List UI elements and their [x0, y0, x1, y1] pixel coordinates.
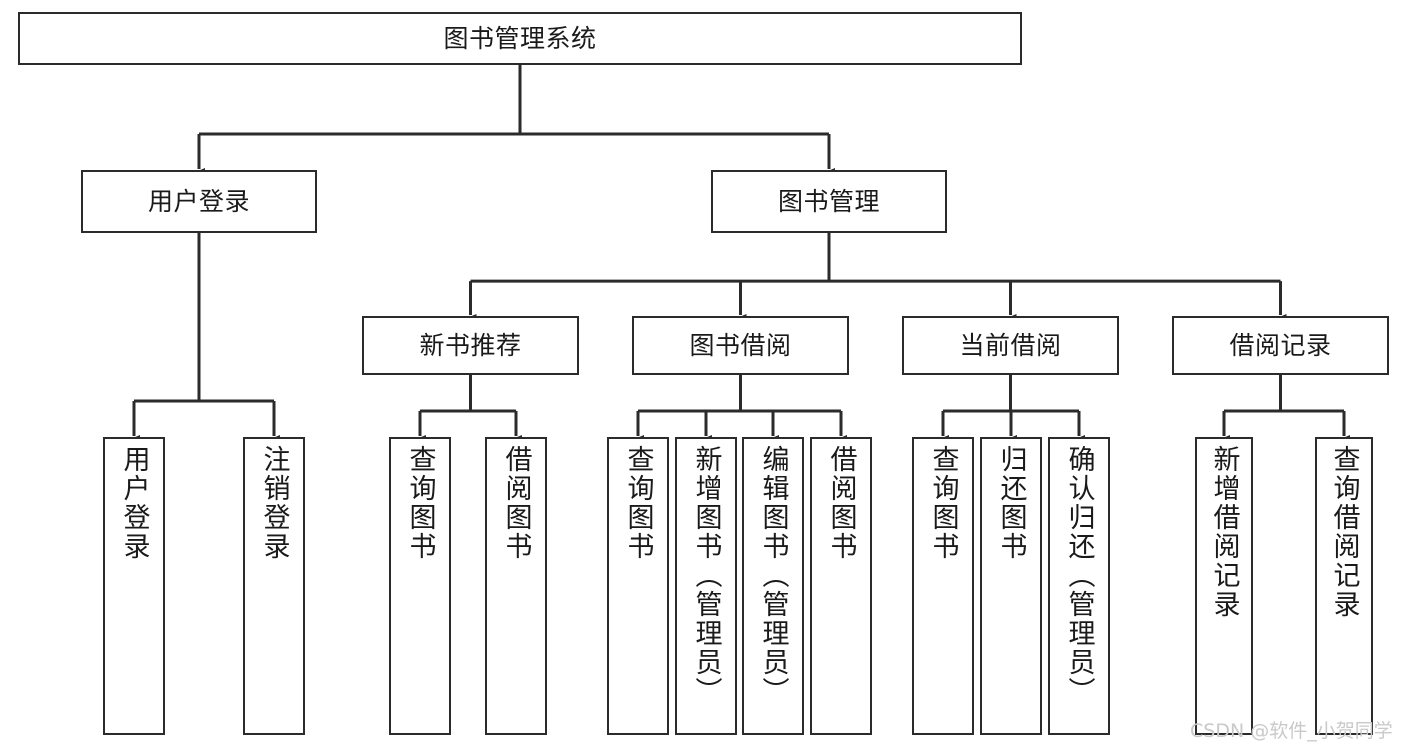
node-label: 查询图书: [622, 445, 654, 561]
node-label: 借阅图书: [825, 445, 857, 561]
node-leaf-rec-query[interactable]: 查询图书: [389, 437, 451, 735]
node-label: 注销登录: [258, 445, 290, 561]
node-label: 查询图书: [927, 445, 959, 561]
node-borrow-record[interactable]: 借阅记录: [1172, 316, 1389, 375]
node-leaf-cur-query[interactable]: 查询图书: [912, 437, 974, 735]
node-label: 借阅图书: [500, 445, 532, 561]
node-leaf-cur-confirm[interactable]: 确认归还（管理员）: [1048, 437, 1110, 735]
node-label: 图书管理: [777, 186, 880, 216]
node-label: 用户登录: [147, 186, 250, 216]
node-label: 新书推荐: [419, 330, 522, 360]
node-current-borrow[interactable]: 当前借阅: [902, 316, 1119, 375]
node-user-login[interactable]: 用户登录: [81, 170, 317, 233]
node-label: 确认归还（管理员）: [1063, 445, 1095, 706]
node-book-manage[interactable]: 图书管理: [711, 170, 947, 233]
node-label: 新增借阅记录: [1208, 445, 1240, 619]
node-leaf-borrow-add[interactable]: 新增图书（管理员）: [675, 437, 737, 735]
node-label: 编辑图书（管理员）: [757, 445, 789, 706]
node-label: 用户登录: [118, 445, 150, 561]
node-label: 当前借阅: [959, 330, 1062, 360]
node-leaf-rec-add[interactable]: 新增借阅记录: [1195, 437, 1253, 735]
node-label: 查询借阅记录: [1328, 445, 1360, 619]
node-leaf-rec-query2[interactable]: 查询借阅记录: [1315, 437, 1373, 735]
node-label: 借阅记录: [1229, 330, 1332, 360]
node-leaf-borrow-query[interactable]: 查询图书: [607, 437, 669, 735]
node-label: 图书管理系统: [443, 23, 597, 53]
node-leaf-cur-return[interactable]: 归还图书: [980, 437, 1042, 735]
node-leaf-user-login[interactable]: 用户登录: [103, 437, 165, 735]
node-label: 查询图书: [404, 445, 436, 561]
node-label: 图书借阅: [689, 330, 792, 360]
node-root[interactable]: 图书管理系统: [18, 12, 1022, 65]
node-label: 新增图书（管理员）: [690, 445, 722, 706]
node-leaf-user-logout[interactable]: 注销登录: [243, 437, 305, 735]
node-label: 归还图书: [995, 445, 1027, 561]
node-leaf-borrow-lend[interactable]: 借阅图书: [810, 437, 872, 735]
node-leaf-rec-borrow[interactable]: 借阅图书: [485, 437, 547, 735]
node-leaf-borrow-edit[interactable]: 编辑图书（管理员）: [742, 437, 804, 735]
node-book-borrow[interactable]: 图书借阅: [632, 316, 849, 375]
connector-lines: [128, 65, 1350, 445]
node-new-book-rec[interactable]: 新书推荐: [362, 316, 579, 375]
